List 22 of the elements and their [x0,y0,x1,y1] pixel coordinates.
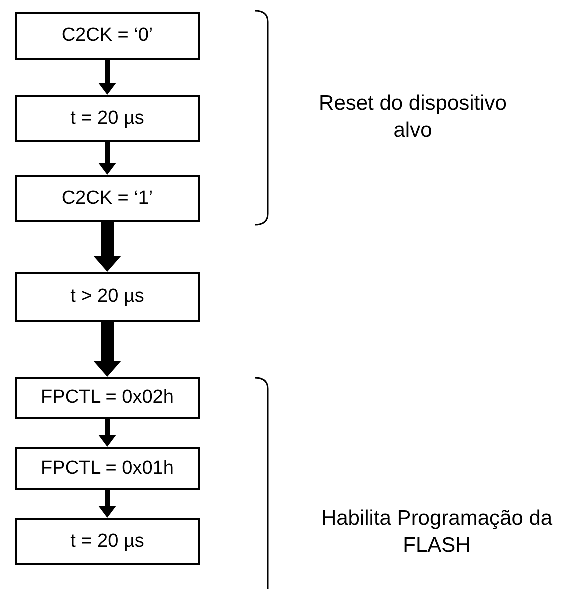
process-box [15,175,200,222]
note-text: Reset do dispositivo alvo [318,91,508,144]
process-box [15,95,200,142]
box-text: FPCTL = 0x01h [41,458,174,480]
box-text: t = 20 µs [70,530,144,552]
process-box [15,272,200,322]
box-text: C2CK = ‘0’ [62,25,154,47]
box-text: t = 20 µs [70,108,144,130]
arrow [98,490,116,518]
arrow [98,142,116,175]
box-text: FPCTL = 0x02h [41,387,174,409]
arrow [98,60,116,95]
process-box [15,12,200,60]
process-box [15,518,200,565]
arrow [98,419,116,447]
arrow [94,322,122,377]
process-box [15,447,200,490]
arrow [94,222,122,272]
box-text: t > 20 µs [70,286,144,308]
note-text: Habilita Programação da FLASH [320,506,554,560]
process-box [15,377,200,419]
box-text: C2CK = ‘1’ [62,188,154,210]
